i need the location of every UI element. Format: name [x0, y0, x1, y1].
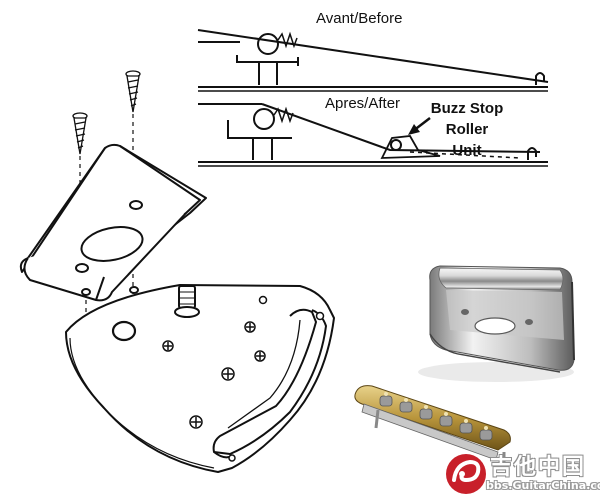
screw-icon: [228, 454, 236, 462]
after-tailpiece-hook: [527, 147, 537, 160]
before-string: [197, 29, 549, 83]
buzz-stop-callout: Buzz Stop Roller Unit: [402, 98, 532, 161]
after-bridge-base: [227, 120, 292, 139]
screw-icon: [315, 311, 325, 321]
buzz-stop-roller-body: [380, 135, 441, 159]
before-bridge-spring: [277, 31, 298, 49]
before-bridge-base: [236, 55, 298, 63]
screw-icon: [258, 295, 268, 305]
after-diagram: [198, 103, 548, 167]
chrome-buzz-stop-photo: [418, 265, 575, 382]
after-string: [261, 103, 541, 153]
before-tailpiece-hook: [535, 72, 545, 85]
buzz-stop-dashed-line: [409, 151, 521, 159]
watermark-url: bbs.GuitarChina.com: [486, 479, 600, 492]
screw-icon: [221, 367, 235, 381]
before-bridge-saddle: [257, 33, 279, 55]
callout-line-1: Buzz Stop: [430, 100, 504, 117]
callout-line-3: Unit: [452, 142, 482, 159]
buzz-stop-bracket-drawing: [19, 143, 207, 302]
watermark: 吉他中国 bbs.GuitarChina.com: [440, 448, 600, 500]
screw-icon: [189, 415, 203, 429]
watermark-title: 吉他中国: [490, 455, 587, 480]
screw-icon: [162, 340, 174, 352]
screw-icon: [72, 112, 88, 155]
screw-icon: [125, 70, 141, 113]
screw-icon: [254, 350, 266, 362]
screw-icon: [244, 321, 256, 333]
before-label: Avant/Before: [316, 10, 403, 27]
after-label: Apres/After: [325, 95, 401, 112]
before-diagram: [197, 29, 549, 92]
after-bridge-spring: [273, 106, 294, 124]
bridge-plate-drawing: [65, 284, 335, 473]
callout-line-2: Roller: [445, 121, 489, 138]
arrow-icon: [408, 117, 431, 135]
after-bridge-saddle: [253, 108, 275, 130]
buzz-stop-roller-wheel: [390, 139, 402, 151]
watermark-logo-icon: [446, 454, 486, 494]
brass-bridge-photo: [354, 385, 511, 470]
